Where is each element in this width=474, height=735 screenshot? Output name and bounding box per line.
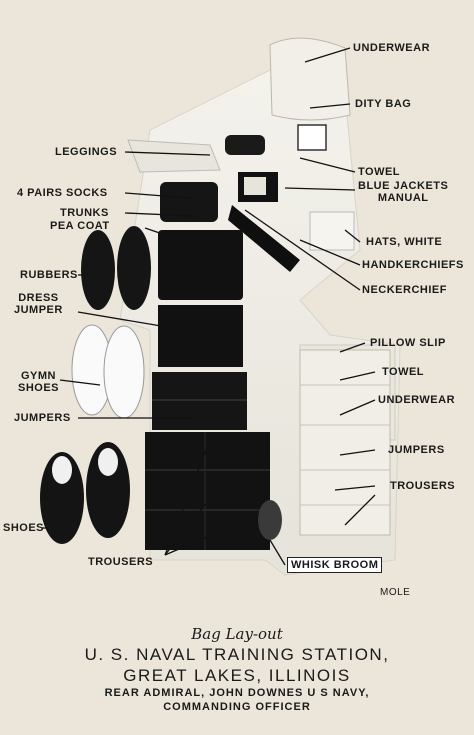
- label-trousers-bottom: TROUSERS: [88, 556, 154, 568]
- hats-white: [309, 211, 355, 251]
- gym-shoe-right: [103, 325, 145, 419]
- label-gymn-shoes: GYMN SHOES: [18, 370, 60, 394]
- label-handkerchiefs: HANDKERCHIEFS: [362, 259, 464, 271]
- label-jumpers-left: JUMPERS: [14, 412, 71, 424]
- caption-line-4: COMMANDING OFFICER: [163, 701, 311, 713]
- label-shoes: SHOES: [3, 522, 45, 534]
- dress-jumper: [158, 305, 243, 367]
- dity-bag: [297, 124, 327, 151]
- label-towel-right: TOWEL: [382, 366, 425, 378]
- label-dity-bag: DITY BAG: [355, 98, 412, 110]
- dress-shoe-left: [40, 452, 84, 544]
- label-trunks: TRUNKS: [60, 207, 109, 219]
- label-blue-jackets-manual: BLUE JACKETS MANUAL: [358, 180, 449, 204]
- caption-script-title: Bag Lay-out: [191, 625, 283, 643]
- caption-line-2: GREAT LAKES, ILLINOIS: [123, 666, 351, 685]
- label-mole: MOLE: [380, 587, 411, 598]
- brush: [225, 135, 265, 155]
- rubbers-right: [117, 226, 151, 310]
- bag-layout-photo: [40, 37, 401, 576]
- label-dress-jumper: DRESS JUMPER: [14, 292, 63, 316]
- label-trousers-right: TROUSERS: [390, 480, 456, 492]
- jumpers-stack: [152, 372, 247, 430]
- label-neckerchief: NECKERCHIEF: [362, 284, 447, 296]
- whisk-broom: [258, 500, 282, 540]
- caption-line-1: U. S. NAVAL TRAINING STATION,: [84, 645, 390, 664]
- white-stack: [299, 349, 391, 536]
- label-towel-top: TOWEL: [358, 166, 401, 178]
- label-underwear-right: UNDERWEAR: [378, 394, 456, 406]
- dress-shoe-right: [86, 442, 130, 538]
- caption: Bag Lay-out U. S. NAVAL TRAINING STATION…: [0, 625, 474, 715]
- rubbers-left: [81, 230, 115, 310]
- label-underwear-top: UNDERWEAR: [353, 42, 431, 54]
- label-whisk-broom: WHISK BROOM: [287, 557, 383, 573]
- label-jumpers-right: JUMPERS: [388, 444, 445, 456]
- label-hats-white: HATS, WHITE: [366, 236, 443, 248]
- underwear-bundle: [269, 37, 351, 121]
- label-rubbers: RUBBERS: [20, 269, 78, 281]
- trousers-stack-dark: [145, 432, 270, 550]
- neckerchief: [228, 205, 300, 272]
- label-four-pairs-socks: 4 PAIRS SOCKS: [17, 187, 108, 199]
- caption-line-3: REAR ADMIRAL, JOHN DOWNES U S NAVY,: [104, 687, 370, 699]
- leggings: [127, 139, 221, 173]
- pea-coat: [158, 230, 243, 300]
- socks: [160, 182, 218, 222]
- label-leggings: LEGGINGS: [55, 146, 118, 158]
- label-pillow-slip: PILLOW SLIP: [370, 337, 446, 349]
- label-pea-coat: PEA COAT: [50, 220, 110, 232]
- leader-lines: [42, 47, 376, 566]
